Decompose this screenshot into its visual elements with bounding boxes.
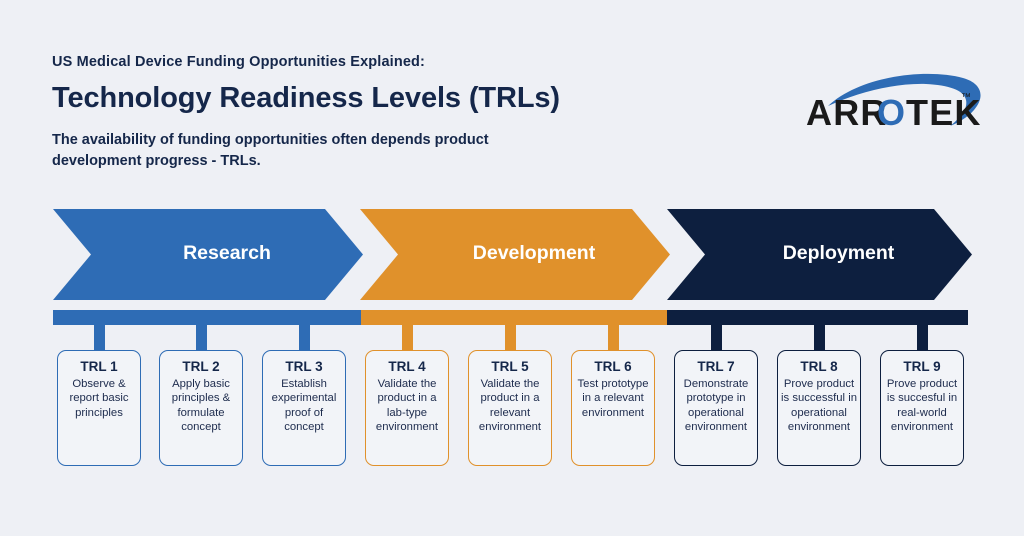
drop-connector-5 bbox=[504, 324, 516, 351]
trl-description-3: Establish experimental proof of concept bbox=[271, 377, 337, 433]
trl-title-5: TRL 5 bbox=[491, 359, 529, 374]
bar-segment-2 bbox=[667, 310, 968, 325]
phase-label-development: Development bbox=[472, 241, 596, 264]
logo-trademark: ™ bbox=[961, 92, 971, 103]
trl-description-1: Observe & report basic principles bbox=[69, 377, 129, 419]
trl-title-9: TRL 9 bbox=[903, 359, 941, 374]
arrotek-logo: ARR O TEK ™ bbox=[798, 62, 988, 134]
trl-title-8: TRL 8 bbox=[800, 359, 838, 374]
logo-wordmark-o: O bbox=[877, 92, 906, 133]
trl-description-8: Prove product is successful in operation… bbox=[781, 377, 857, 433]
trl-box-2[interactable]: TRL 2 Apply basic principles & formulate … bbox=[159, 350, 243, 466]
drop-connector-4 bbox=[401, 324, 413, 351]
trl-box-5[interactable]: TRL 5 Validate the product in a relevant … bbox=[468, 350, 552, 466]
logo-swoosh-icon bbox=[828, 73, 981, 126]
trl-description-4: Validate the product in a lab-type envir… bbox=[375, 377, 439, 433]
trl-box-4[interactable]: TRL 4 Validate the product in a lab-type … bbox=[365, 350, 449, 466]
trl-box-6[interactable]: TRL 6 Test prototype in a relevant enviro… bbox=[571, 350, 655, 466]
bar-segment-1 bbox=[361, 310, 667, 325]
phase-chevron-deployment bbox=[667, 209, 972, 300]
trl-title-3: TRL 3 bbox=[285, 359, 323, 374]
trl-title-2: TRL 2 bbox=[182, 359, 220, 374]
trl-title-1: TRL 1 bbox=[80, 359, 118, 374]
bar-segment-0 bbox=[53, 310, 361, 325]
trl-title-6: TRL 6 bbox=[594, 359, 632, 374]
drop-connector-7 bbox=[710, 324, 722, 351]
subtitle-text: The availability of funding opportunitie… bbox=[52, 132, 489, 169]
phase-chevron-development bbox=[360, 209, 670, 300]
trl-box-7[interactable]: TRL 7 Demonstrate prototype in operationa… bbox=[674, 350, 758, 466]
trl-box-8[interactable]: TRL 8 Prove product is successful in oper… bbox=[777, 350, 861, 466]
trl-description-5: Validate the product in a relevant envir… bbox=[478, 377, 542, 433]
drop-connector-1 bbox=[93, 324, 105, 351]
phase-label-deployment: Deployment bbox=[782, 241, 895, 264]
phase-chevron-research bbox=[53, 209, 363, 300]
drop-connector-8 bbox=[813, 324, 825, 351]
drop-connector-6 bbox=[607, 324, 619, 351]
drop-connector-3 bbox=[298, 324, 310, 351]
eyebrow-text: US Medical Device Funding Opportunities … bbox=[52, 54, 426, 70]
page-title: Technology Readiness Levels (TRLs) bbox=[52, 82, 560, 114]
trl-description-7: Demonstrate prototype in operational env… bbox=[683, 377, 749, 433]
logo-wordmark-left: ARR bbox=[806, 92, 888, 133]
trl-box-1[interactable]: TRL 1 Observe & report basic principles bbox=[57, 350, 141, 466]
drop-connector-9 bbox=[916, 324, 928, 351]
trl-description-2: Apply basic principles & formulate conce… bbox=[171, 377, 231, 433]
trl-description-9: Prove product is succesful in real-world… bbox=[886, 377, 958, 433]
trl-title-4: TRL 4 bbox=[388, 359, 426, 374]
trl-box-3[interactable]: TRL 3 Establish experimental proof of con… bbox=[262, 350, 346, 466]
trl-box-9[interactable]: TRL 9 Prove product is succesful in real-… bbox=[880, 350, 964, 466]
logo-wordmark-right: TEK bbox=[906, 92, 982, 133]
phase-label-research: Research bbox=[183, 241, 271, 264]
trl-description-6: Test prototype in a relevant environment bbox=[577, 377, 649, 419]
drop-connector-2 bbox=[195, 324, 207, 351]
trl-title-7: TRL 7 bbox=[697, 359, 735, 374]
